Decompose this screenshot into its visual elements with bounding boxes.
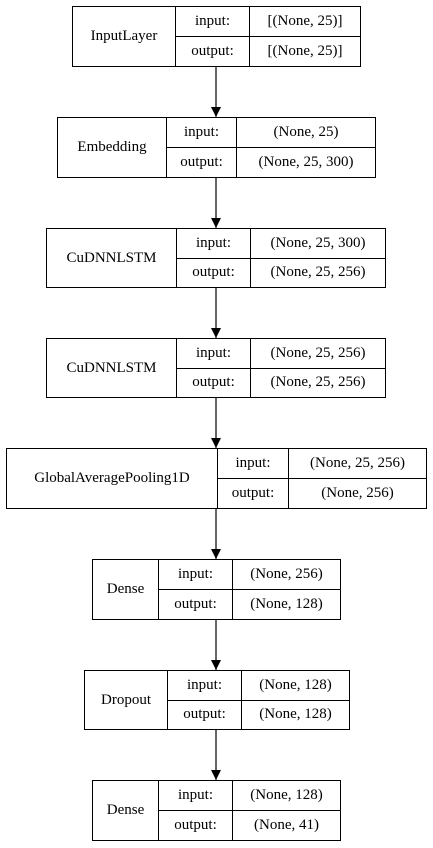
input-shape: (None, 256) bbox=[250, 566, 323, 582]
output-shape: (None, 256) bbox=[321, 485, 394, 501]
output-label: output: bbox=[218, 479, 289, 508]
layer-name: Embedding bbox=[58, 118, 167, 177]
output-shape: (None, 25, 256) bbox=[270, 374, 366, 391]
input-shape: (None, 25) bbox=[273, 124, 339, 140]
layer-name: GlobalAveragePooling1D bbox=[7, 449, 218, 508]
input-label: input: bbox=[176, 7, 250, 36]
input-shape: (None, 25, 256) bbox=[310, 455, 405, 471]
input-label: input: bbox=[218, 449, 289, 478]
layer-node-dropout: Dropout input: (None, 128) output: (None, … bbox=[84, 670, 350, 730]
input-label: input: bbox=[168, 671, 242, 700]
layer-node-inputlayer: InputLayer input: [(None, 25)] output: [(N… bbox=[72, 6, 361, 67]
output-shape: (None, 128) bbox=[250, 596, 323, 612]
layer-name: Dropout bbox=[85, 671, 168, 729]
input-shape: (None, 25, 256) bbox=[270, 344, 366, 361]
input-shape: (None, 128) bbox=[259, 676, 332, 693]
output-shape: (None, 25, 256) bbox=[270, 264, 366, 281]
layer-node-dense-1: Dense input: (None, 256) output: (None, 12… bbox=[92, 559, 341, 620]
output-label: output: bbox=[177, 368, 251, 397]
output-label: output: bbox=[167, 148, 237, 177]
output-label: output: bbox=[159, 590, 233, 619]
output-shape: [(None, 25)] bbox=[267, 43, 343, 59]
layer-name: CuDNNLSTM bbox=[47, 229, 177, 287]
layer-name: Dense bbox=[93, 560, 159, 619]
input-label: input: bbox=[177, 229, 251, 258]
layer-node-embedding: Embedding input: (None, 25) output: (None,… bbox=[57, 117, 376, 178]
input-label: input: bbox=[159, 781, 233, 810]
layer-name: InputLayer bbox=[73, 7, 176, 66]
layer-name: Dense bbox=[93, 781, 159, 840]
layer-node-dense-2: Dense input: (None, 128) output: (None, 41… bbox=[92, 780, 341, 841]
input-label: input: bbox=[167, 118, 237, 147]
layer-node-cudnnlstm-2: CuDNNLSTM input: (None, 25, 256) output: (… bbox=[46, 338, 386, 398]
output-label: output: bbox=[177, 258, 251, 287]
input-shape: [(None, 25)] bbox=[267, 13, 343, 29]
output-label: output: bbox=[159, 811, 233, 840]
input-shape: (None, 25, 300) bbox=[270, 234, 366, 251]
output-shape: (None, 128) bbox=[259, 706, 332, 723]
input-label: input: bbox=[159, 560, 233, 589]
input-shape: (None, 128) bbox=[250, 787, 323, 803]
layer-name: CuDNNLSTM bbox=[47, 339, 177, 397]
layer-node-cudnnlstm-1: CuDNNLSTM input: (None, 25, 300) output: (… bbox=[46, 228, 386, 288]
output-shape: (None, 41) bbox=[254, 817, 319, 833]
layer-node-globalaveragepooling1d: GlobalAveragePooling1D input: (None, 25, … bbox=[6, 448, 427, 509]
output-label: output: bbox=[176, 37, 250, 66]
output-shape: (None, 25, 300) bbox=[258, 154, 354, 170]
output-label: output: bbox=[168, 700, 242, 729]
input-label: input: bbox=[177, 339, 251, 368]
